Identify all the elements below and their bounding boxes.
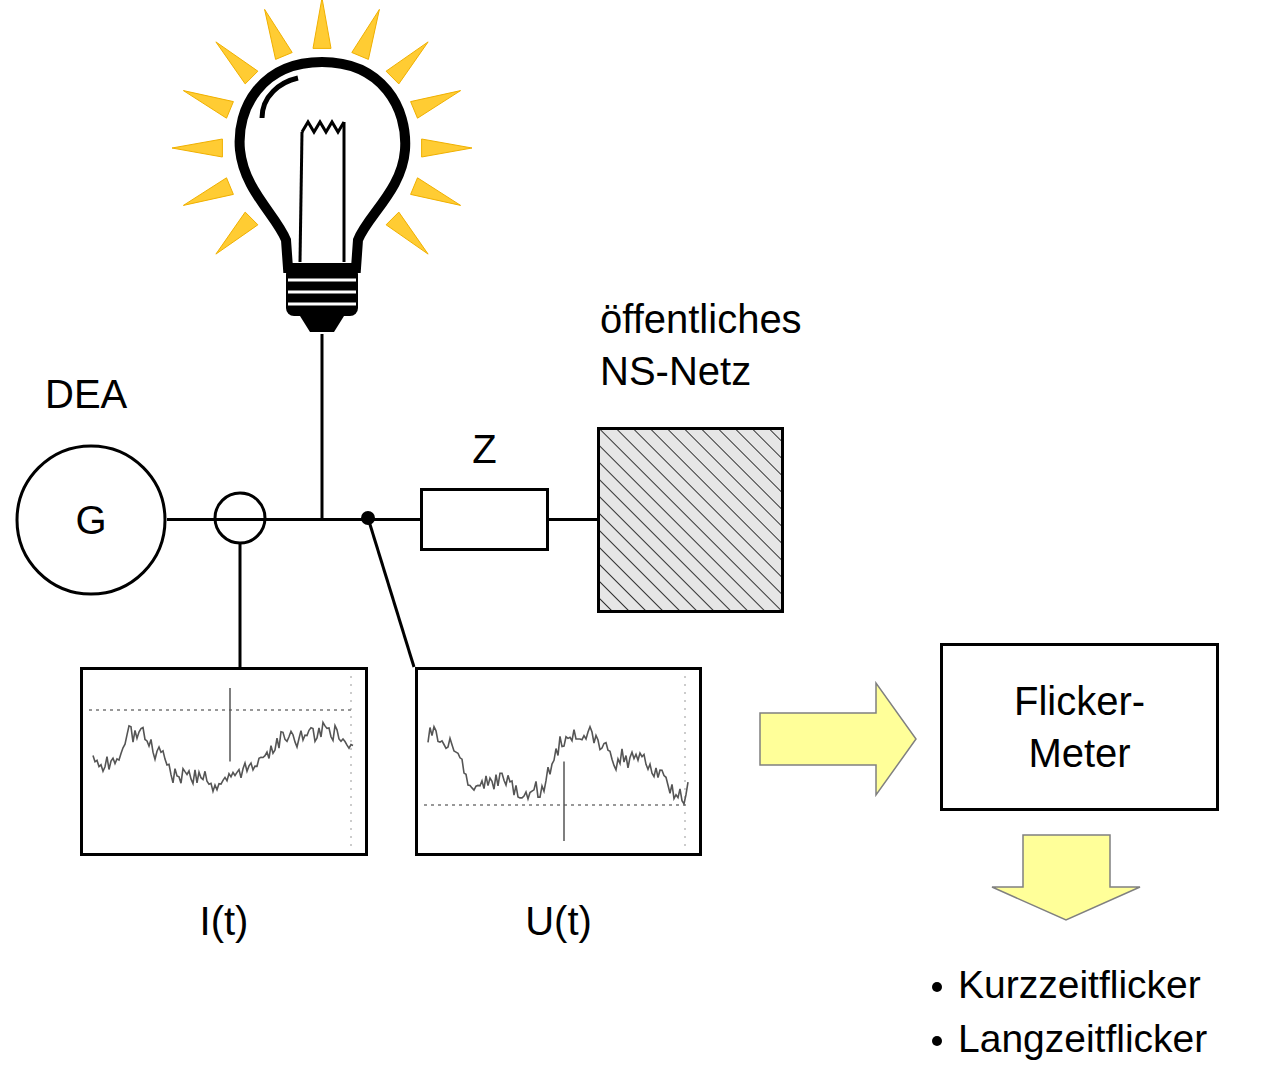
bullet-dot xyxy=(932,1036,942,1046)
node-text: G xyxy=(75,496,106,544)
impedance: Z xyxy=(420,425,549,551)
voltage-measure-wire xyxy=(368,518,414,667)
wire xyxy=(549,518,597,521)
public-grid: öffentliches NS-Netz xyxy=(597,293,867,613)
generator: DEA G xyxy=(15,370,167,598)
process-box: Flicker- Meter xyxy=(940,643,1219,811)
wire xyxy=(167,518,420,521)
bulb-wire xyxy=(321,334,324,519)
result-label: Langzeitflicker xyxy=(958,1016,1207,1062)
signal-plot: U(t) xyxy=(415,667,702,959)
node-text: U(t) xyxy=(415,897,702,945)
light-bulb xyxy=(240,62,406,332)
output-arrow xyxy=(992,835,1140,920)
node-text: DEA xyxy=(45,370,155,418)
signal-arrow xyxy=(760,683,916,795)
current-measure-wire xyxy=(239,543,242,667)
signal-plot: I(t) xyxy=(80,667,368,959)
node-text: I(t) xyxy=(80,897,368,945)
bullet-dot xyxy=(932,982,942,992)
node-text: Flicker- Meter xyxy=(995,675,1165,779)
result-label: Kurzzeitflicker xyxy=(958,962,1201,1008)
node-text: öffentliches NS-Netz xyxy=(600,293,845,397)
node-text: Z xyxy=(420,425,549,473)
